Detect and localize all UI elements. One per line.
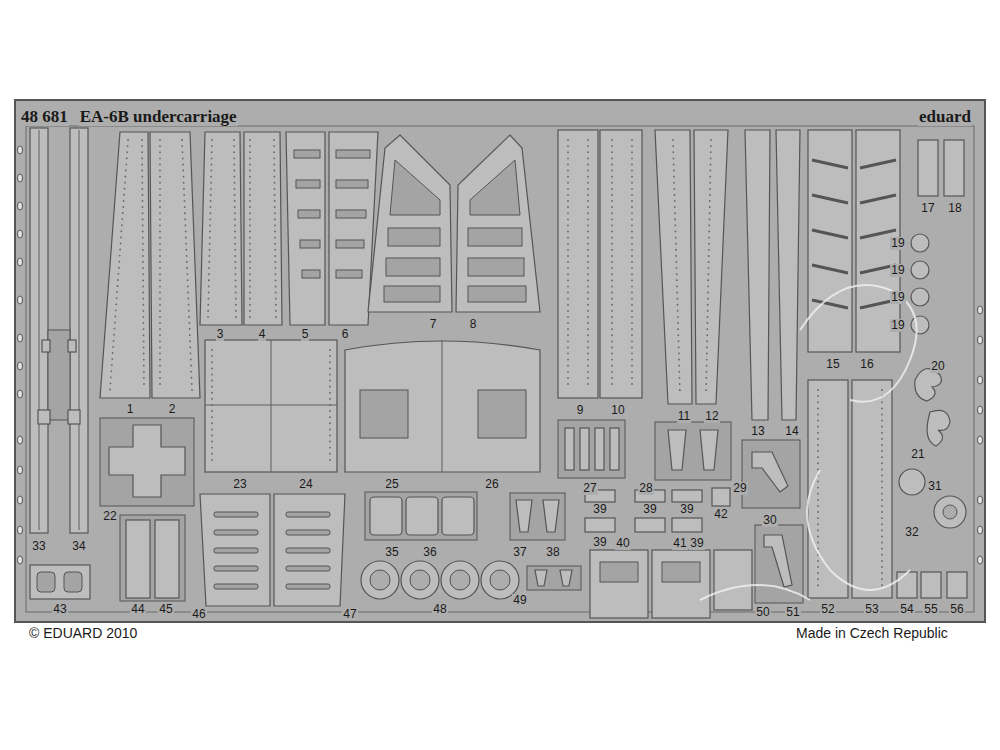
part-number: 44 [130, 603, 145, 616]
part-number: 39 [592, 536, 607, 549]
part-number: 17 [920, 202, 935, 215]
fret-imprint: Made in Czech Republic [795, 625, 949, 641]
part-number: 54 [899, 603, 914, 616]
part-number: 22 [102, 510, 117, 523]
fret-title: EA-6B undercarriage [79, 107, 238, 126]
part-number: 55 [923, 603, 938, 616]
part-number: 30 [762, 514, 777, 527]
part-number: 27 [582, 482, 597, 495]
part-number: 41 [672, 537, 687, 550]
part-number: 19 [890, 291, 905, 304]
part-number: 40 [615, 537, 630, 550]
part-number: 48 [432, 603, 447, 616]
part-number: 23 [232, 478, 247, 491]
part-number: 10 [610, 404, 625, 417]
part-number: 31 [927, 480, 942, 493]
part-number: 21 [910, 448, 925, 461]
part-number: 19 [890, 319, 905, 332]
part-number: 39 [592, 503, 607, 516]
part-number: 5 [301, 328, 310, 341]
part-number: 19 [890, 237, 905, 250]
part-number: 43 [52, 603, 67, 616]
part-number: 32 [904, 526, 919, 539]
part-number: 2 [168, 403, 177, 416]
fret-heading: eduard [918, 107, 972, 126]
part-number: 6 [341, 328, 350, 341]
part-number: 39 [689, 537, 704, 550]
part-number: 38 [545, 546, 560, 559]
part-number: 29 [732, 482, 747, 495]
part-number: 1 [126, 403, 135, 416]
part-number: 39 [679, 503, 694, 516]
part-number: 24 [298, 478, 313, 491]
part-number: 26 [484, 478, 499, 491]
part-number: 25 [384, 478, 399, 491]
part-number: 11 [677, 410, 691, 423]
part-number: 53 [864, 603, 879, 616]
part-number: 52 [820, 603, 835, 616]
part-number: 34 [71, 540, 86, 553]
part-number: 20 [930, 360, 945, 373]
part-number: 14 [784, 425, 799, 438]
part-number: 46 [191, 608, 206, 621]
fret-imprint: © EDUARD 2010 [28, 625, 138, 641]
part-number: 18 [947, 202, 962, 215]
part-number: 8 [469, 318, 478, 331]
fret-heading: 48 681 [20, 107, 69, 126]
part-number: 39 [642, 503, 657, 516]
part-number: 16 [859, 358, 874, 371]
part-number: 4 [258, 328, 267, 341]
part-number: 28 [638, 482, 653, 495]
part-number: 42 [713, 508, 728, 521]
part-number: 50 [755, 606, 770, 619]
part-number: 7 [429, 318, 438, 331]
part-number: 51 [785, 606, 800, 619]
part-number: 49 [512, 594, 527, 607]
part-number: 19 [890, 264, 905, 277]
part-number: 47 [342, 608, 357, 621]
part-number: 3 [216, 328, 225, 341]
part-number: 12 [704, 410, 719, 423]
part-number: 35 [384, 546, 399, 559]
part-number: 37 [512, 546, 527, 559]
part-number: 45 [158, 603, 173, 616]
part-number: 56 [949, 603, 964, 616]
part-number: 15 [825, 358, 840, 371]
part-number: 33 [31, 540, 46, 553]
part-number: 36 [422, 546, 437, 559]
part-number: 13 [750, 425, 765, 438]
part-number: 9 [576, 404, 585, 417]
